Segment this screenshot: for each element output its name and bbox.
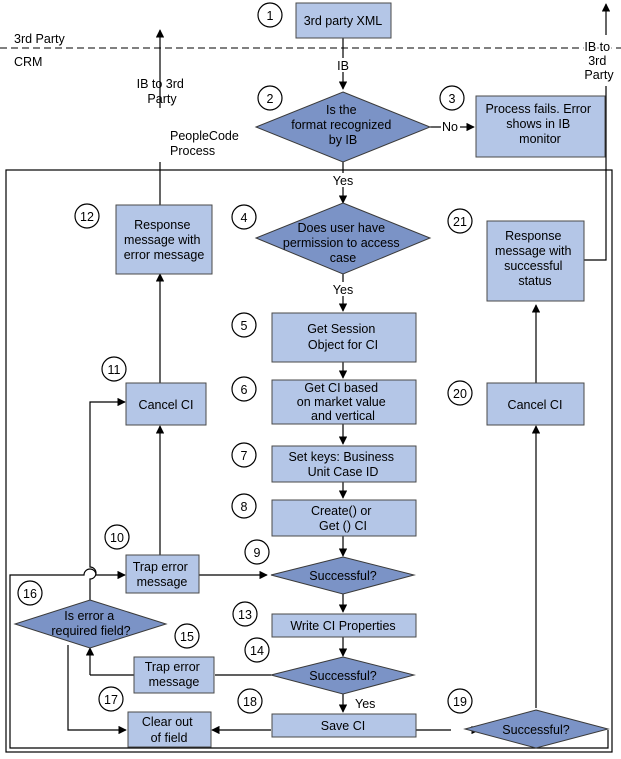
- step-number-11: 11: [101, 356, 127, 382]
- step-20-text: Cancel CI: [508, 398, 563, 412]
- svg-text:20: 20: [453, 387, 467, 401]
- step-18-text: Save CI: [321, 719, 365, 733]
- step-13-text: Write CI Properties: [290, 619, 395, 633]
- step-1-text: 3rd party XML: [304, 14, 383, 28]
- step-number-19: 19: [447, 688, 473, 714]
- svg-text:7: 7: [241, 449, 248, 463]
- step-number-4: 4: [231, 204, 257, 230]
- step-number-12: 12: [74, 203, 100, 229]
- svg-text:10: 10: [110, 531, 124, 545]
- svg-text:8: 8: [241, 500, 248, 514]
- svg-text:12: 12: [80, 210, 94, 224]
- step-number-16: 16: [17, 580, 43, 606]
- step-11-cancel-ci: Cancel CI: [125, 382, 207, 426]
- svg-text:2: 2: [267, 92, 274, 106]
- step-21-response-successful-status: Response message with successful status: [486, 220, 585, 302]
- step-4-permission-decision: Does user have permission to access case: [254, 202, 432, 275]
- step-number-17: 17: [98, 686, 124, 712]
- step-number-3: 3: [439, 85, 465, 111]
- step-number-13: 13: [232, 601, 258, 627]
- svg-text:19: 19: [453, 695, 467, 709]
- svg-text:11: 11: [108, 363, 121, 377]
- ib-label: IB: [337, 59, 349, 73]
- svg-text:4: 4: [241, 211, 248, 225]
- step-number-14: 14: [244, 637, 270, 663]
- step-19-text: Successful?: [502, 723, 569, 737]
- svg-text:15: 15: [180, 630, 194, 644]
- step-12-text: Response message with error message: [124, 218, 205, 262]
- step-18-save-ci: Save CI: [271, 713, 417, 738]
- peoplecode-process-label: PeopleCode Process: [170, 129, 242, 158]
- step-3-text: Process fails. Error shows in IB monitor: [485, 102, 594, 146]
- step-number-5: 5: [231, 312, 257, 338]
- step-9-successful-decision: Successful?: [270, 556, 416, 595]
- ib-to-3rd-party-left: IB to 3rd Party: [137, 77, 188, 106]
- step-17-text: Clear out of field: [142, 715, 196, 745]
- svg-text:21: 21: [453, 215, 467, 229]
- svg-text:3: 3: [449, 92, 456, 106]
- svg-text:18: 18: [243, 695, 257, 709]
- svg-text:16: 16: [23, 587, 37, 601]
- step-19-successful-decision: Successful?: [463, 709, 610, 749]
- step-16-required-field-decision: Is error a required field?: [13, 599, 168, 649]
- step-15-trap-error-message: Trap error message: [133, 656, 215, 694]
- step-10-text: Trap error message: [133, 560, 192, 589]
- step-6-text: Get CI based on market value and vertica…: [297, 381, 389, 423]
- svg-text:5: 5: [241, 319, 248, 333]
- step-number-9: 9: [244, 539, 270, 565]
- step-7-text: Set keys: Business Unit Case ID: [288, 450, 397, 479]
- step-17-clear-out-field: Clear out of field: [127, 711, 212, 748]
- step-5-text: Get Session Object for CI: [307, 322, 379, 352]
- step-number-6: 6: [231, 376, 257, 402]
- step-13-write-ci-properties: Write CI Properties: [271, 613, 417, 638]
- step-21-text: Response message with successful status: [495, 229, 575, 288]
- step-20-cancel-ci: Cancel CI: [486, 382, 585, 426]
- step-15-text: Trap error message: [145, 660, 204, 689]
- step-3-process-fails: Process fails. Error shows in IB monitor: [475, 95, 606, 158]
- yes-label-2: Yes: [333, 174, 353, 188]
- step-2-text: Is the format recognized by IB: [291, 103, 395, 147]
- step-12-response-error-message: Response message with error message: [115, 204, 213, 275]
- no-label: No: [442, 120, 458, 134]
- swimlane-label-crm: CRM: [14, 55, 42, 69]
- step-9-text: Successful?: [309, 569, 376, 583]
- step-2-format-recognized-decision: Is the format recognized by IB: [254, 91, 432, 163]
- step-number-21: 21: [447, 208, 473, 234]
- svg-text:6: 6: [241, 383, 248, 397]
- step-5-get-session-object: Get Session Object for CI: [271, 312, 417, 363]
- svg-text:14: 14: [250, 644, 264, 658]
- yes-label-4: Yes: [333, 283, 353, 297]
- step-number-7: 7: [231, 442, 257, 468]
- step-14-text: Successful?: [309, 669, 376, 683]
- step-number-20: 20: [447, 380, 473, 406]
- step-11-text: Cancel CI: [139, 398, 194, 412]
- step-number-8: 8: [231, 493, 257, 519]
- step-8-text: Create() or Get () CI: [311, 504, 375, 533]
- step-number-10: 10: [104, 524, 130, 550]
- process-frame: [5, 169, 613, 753]
- step-1-third-party-xml: 3rd party XML: [295, 2, 392, 39]
- step-4-text: Does user have permission to access case: [283, 221, 403, 265]
- step-number-2: 2: [257, 85, 283, 111]
- step-7-set-keys: Set keys: Business Unit Case ID: [271, 445, 417, 483]
- swimlane-label-3rd-party: 3rd Party: [14, 32, 65, 46]
- svg-text:17: 17: [104, 693, 118, 707]
- step-number-18: 18: [237, 688, 263, 714]
- step-6-get-ci: Get CI based on market value and vertica…: [271, 379, 417, 425]
- connectors: [9, 3, 611, 749]
- step-number-1: 1: [257, 2, 283, 28]
- step-14-successful-decision: Successful?: [270, 656, 416, 695]
- step-16-text: Is error a required field?: [51, 609, 130, 638]
- svg-text:1: 1: [267, 9, 274, 23]
- step-10-trap-error-message: Trap error message: [125, 554, 200, 594]
- svg-text:13: 13: [238, 608, 252, 622]
- step-8-create-or-get-ci: Create() or Get () CI: [271, 499, 417, 537]
- ib-to-3rd-party-right: IB to 3rd Party: [584, 40, 614, 82]
- svg-text:9: 9: [254, 546, 261, 560]
- yes-label-14: Yes: [355, 697, 375, 711]
- step-number-15: 15: [174, 623, 200, 649]
